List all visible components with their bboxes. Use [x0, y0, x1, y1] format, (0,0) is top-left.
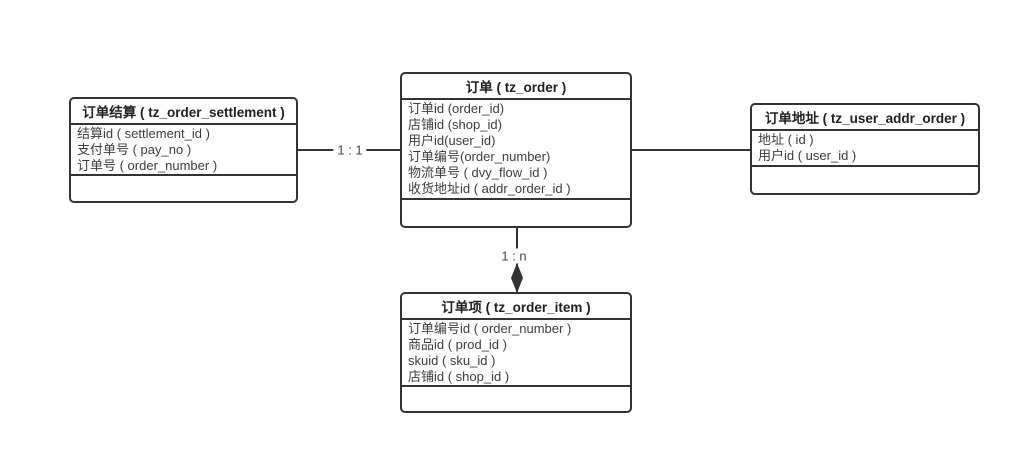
entity-field: 订单号 ( order_number ): [77, 158, 218, 173]
entity-order-footer: [402, 200, 630, 226]
entity-order-item-title: 订单项 ( tz_order_item ): [402, 294, 630, 320]
entity-user-addr-order-footer: [752, 167, 978, 193]
entity-field: 订单编号(order_number): [408, 149, 551, 164]
entity-user-addr-order-title: 订单地址 ( tz_user_addr_order ): [752, 105, 978, 131]
relationship-label-1-1: 1 : 1: [333, 142, 367, 158]
entity-order-title: 订单 ( tz_order ): [402, 74, 630, 100]
entity-field: 店铺id ( shop_id ): [408, 369, 510, 384]
entity-user-addr-order-fields: 地址 ( id ) 用户id ( user_id ): [752, 131, 978, 167]
entity-order-settlement-title: 订单结算 ( tz_order_settlement ): [71, 99, 296, 125]
relationship-label-1-n: 1 : n: [497, 248, 531, 264]
entity-field: 用户id(user_id): [408, 133, 496, 148]
entity-field: 收货地址id ( addr_order_id ): [408, 181, 571, 196]
relationship-line-order-addr: [632, 149, 750, 151]
entity-field: 店铺id (shop_id): [408, 117, 502, 132]
entity-order-item-fields: 订单编号id ( order_number ) 商品id ( prod_id )…: [402, 320, 630, 387]
entity-field: 订单id (order_id): [408, 101, 505, 116]
entity-field: 商品id ( prod_id ): [408, 337, 507, 352]
entity-order-settlement-footer: [71, 176, 296, 201]
entity-order-item-footer: [402, 387, 630, 411]
entity-field: 用户id ( user_id ): [758, 148, 857, 163]
entity-user-addr-order[interactable]: 订单地址 ( tz_user_addr_order ) 地址 ( id ) 用户…: [750, 103, 980, 195]
entity-field: 支付单号 ( pay_no ): [77, 142, 192, 157]
entity-order-settlement[interactable]: 订单结算 ( tz_order_settlement ) 结算id ( sett…: [69, 97, 298, 203]
entity-field: skuid ( sku_id ): [408, 353, 496, 368]
entity-field: 物流单号 ( dvy_flow_id ): [408, 165, 548, 180]
composition-diamond-icon: [511, 263, 523, 293]
entity-order-fields: 订单id (order_id) 店铺id (shop_id) 用户id(user…: [402, 100, 630, 200]
entity-order-item[interactable]: 订单项 ( tz_order_item ) 订单编号id ( order_num…: [400, 292, 632, 413]
entity-field: 地址 ( id ): [758, 132, 814, 147]
entity-field: 订单编号id ( order_number ): [408, 321, 572, 336]
entity-order[interactable]: 订单 ( tz_order ) 订单id (order_id) 店铺id (sh…: [400, 72, 632, 228]
entity-order-settlement-fields: 结算id ( settlement_id ) 支付单号 ( pay_no ) 订…: [71, 125, 296, 176]
entity-field: 结算id ( settlement_id ): [77, 126, 210, 141]
